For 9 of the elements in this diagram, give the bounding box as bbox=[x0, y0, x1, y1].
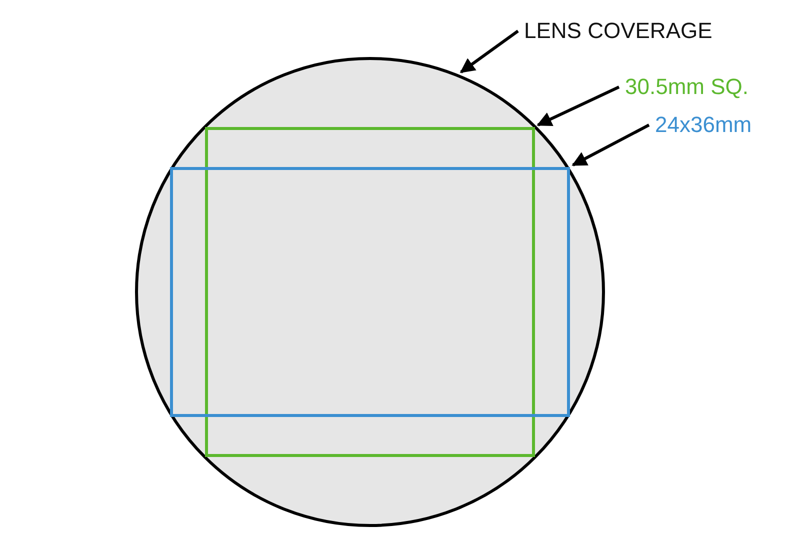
callout-label: 24x36mm bbox=[655, 112, 752, 138]
rectangular-frame-outline bbox=[170, 167, 570, 417]
leader-arrow bbox=[460, 30, 519, 74]
square-frame-outline bbox=[205, 127, 535, 457]
callout-label: LENS COVERAGE bbox=[524, 18, 712, 44]
leader-arrow bbox=[536, 86, 620, 126]
callout-label: 30.5mm SQ. bbox=[625, 74, 748, 100]
leader-arrow bbox=[572, 124, 650, 166]
lens-coverage-circle bbox=[135, 57, 605, 527]
